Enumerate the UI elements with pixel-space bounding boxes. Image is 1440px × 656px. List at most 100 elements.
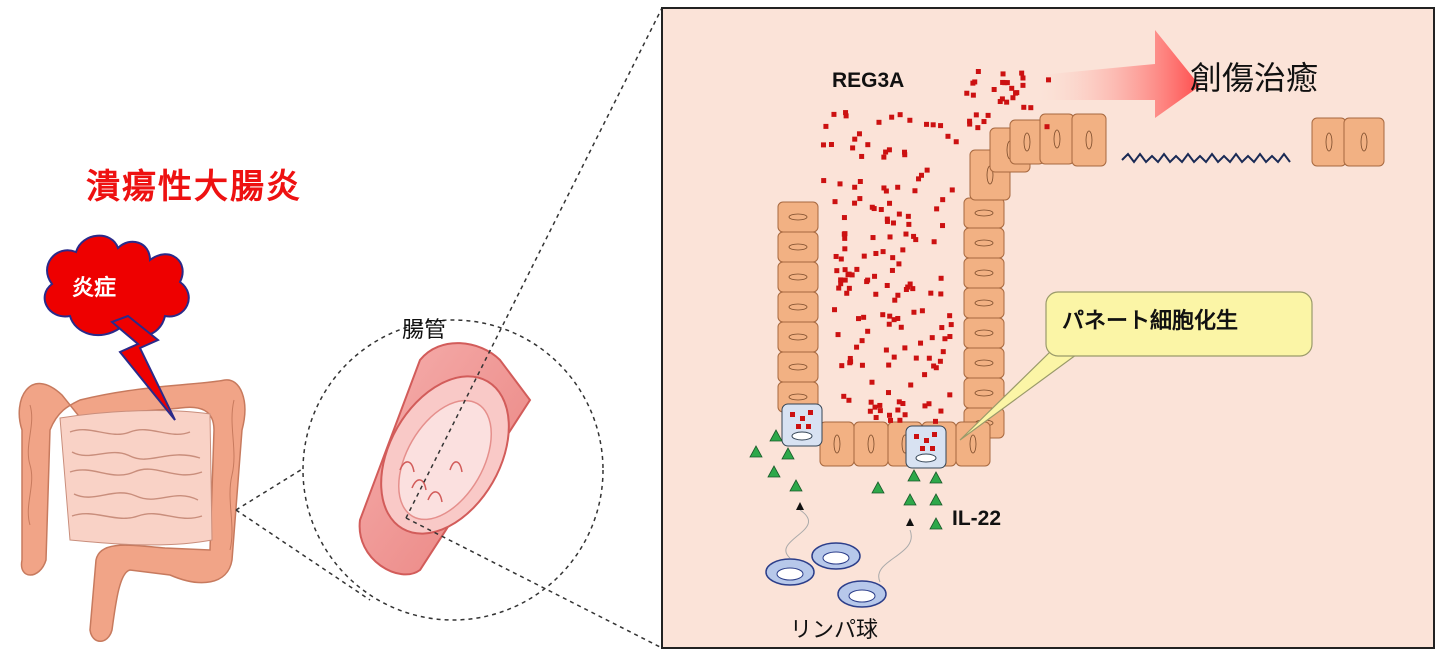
reg3a-granule xyxy=(891,354,897,360)
paneth-metaplasia-label: パネート細胞化生 xyxy=(1062,309,1239,334)
reg3a-granule xyxy=(881,185,887,191)
reg3a-granule xyxy=(947,392,953,398)
reg3a-granule xyxy=(873,250,879,256)
epithelial-cell xyxy=(819,421,855,467)
reg3a-granule xyxy=(1014,90,1020,96)
reg3a-granule xyxy=(857,178,863,184)
reg3a-granule xyxy=(887,313,893,319)
reg3a-granule xyxy=(838,256,844,262)
reg3a-granule xyxy=(1002,80,1008,86)
reg3a-granule xyxy=(859,338,865,344)
reg3a-granule xyxy=(856,131,862,137)
reg3a-granule xyxy=(945,133,951,139)
reg3a-granule xyxy=(886,362,892,368)
reg3a-granule xyxy=(907,281,913,287)
reg3a-granule xyxy=(877,402,883,408)
reg3a-granule xyxy=(1044,124,1050,130)
reg3a-granule xyxy=(842,277,848,283)
reg3a-granule xyxy=(872,404,878,410)
reg3a-granule xyxy=(873,415,879,421)
reg3a-granule xyxy=(911,309,917,315)
reg3a-granule xyxy=(880,312,886,318)
reg3a-granule xyxy=(888,417,894,423)
reg3a-granule xyxy=(972,79,978,85)
reg3a-granule xyxy=(933,365,939,371)
epithelial-cell xyxy=(777,291,819,323)
reg3a-granule xyxy=(854,266,860,272)
reg3a-granule xyxy=(890,220,896,226)
reg3a-granule xyxy=(884,282,890,288)
reg3a-granule xyxy=(918,172,924,178)
reg3a-granule xyxy=(922,372,928,378)
lymphocytes xyxy=(765,502,914,608)
reg3a-granule xyxy=(839,363,845,369)
reg3a-granule xyxy=(897,417,903,423)
reg3a-granule xyxy=(820,142,826,148)
reg3a-granule xyxy=(886,147,892,153)
reg3a-granule xyxy=(847,355,853,361)
reg3a-granule xyxy=(931,363,937,369)
reg3a-granule xyxy=(922,403,928,409)
reg3a-granule xyxy=(930,122,936,128)
reg3a-granule xyxy=(939,325,945,331)
reg3a-granule xyxy=(887,412,893,418)
reg3a-granule xyxy=(981,119,987,125)
il22-molecule xyxy=(929,517,943,530)
il22-molecule xyxy=(769,429,783,442)
intestinal-tube xyxy=(358,342,532,576)
reg3a-granule xyxy=(997,99,1003,105)
reg3a-granule xyxy=(841,393,847,399)
inflammation-cloud xyxy=(43,234,190,421)
il22-molecule xyxy=(907,469,921,482)
reg3a-granule xyxy=(905,213,911,219)
reg3a-granule xyxy=(949,187,955,193)
reg3a-granule xyxy=(848,359,854,365)
reg3a-granule xyxy=(970,92,976,98)
epithelial-cell xyxy=(1311,117,1347,167)
reg3a-granule xyxy=(897,112,903,118)
reg3a-granule xyxy=(846,285,852,291)
reg3a-granule xyxy=(1009,85,1015,91)
reg3a-granule xyxy=(975,125,981,131)
reg3a-granule xyxy=(865,328,871,334)
reg3a-granule xyxy=(953,139,959,145)
reg3a-granule xyxy=(835,332,841,338)
epithelial-cell xyxy=(1009,119,1045,165)
reg3a-granule xyxy=(910,286,916,292)
reg3a-granule xyxy=(912,188,918,194)
inflammation-label: 炎症 xyxy=(72,276,117,301)
reg3a-granule xyxy=(846,397,852,403)
reg3a-granule xyxy=(1020,75,1026,81)
reg3a-granule xyxy=(836,285,842,291)
il22-molecule xyxy=(767,465,781,478)
reg3a-granule xyxy=(857,196,863,202)
disease-title: 潰瘍性大腸炎 xyxy=(86,167,302,207)
reg3a-granule xyxy=(881,154,887,160)
reg3a-granule xyxy=(905,284,911,290)
lightning-icon xyxy=(110,314,176,421)
reg3a-granule xyxy=(886,321,892,327)
crypt-epithelium xyxy=(777,113,1385,469)
reg3a-granule xyxy=(876,119,882,125)
reg3a-granule xyxy=(902,412,908,418)
reg3a-granule xyxy=(844,290,850,296)
reg3a-granule xyxy=(856,316,862,322)
reg3a-granule xyxy=(852,200,858,206)
reg3a-granule xyxy=(832,199,838,205)
il22-molecule xyxy=(929,493,943,506)
reg3a-granule xyxy=(885,390,891,396)
reg3a-granule xyxy=(895,292,901,298)
il22-molecule xyxy=(781,447,795,460)
epithelial-cell xyxy=(777,231,819,263)
reg3a-granule xyxy=(919,308,925,314)
reg3a-granule xyxy=(883,347,889,353)
reg3a-granule xyxy=(896,261,902,267)
reg3a-granule xyxy=(902,152,908,158)
reg3a-granule xyxy=(823,123,829,129)
reg3a-granule xyxy=(887,200,893,206)
epithelial-cell xyxy=(955,421,991,467)
reg3a-granule xyxy=(852,184,858,190)
reg3a-granule xyxy=(838,277,844,283)
reg3a-granule xyxy=(889,114,895,120)
